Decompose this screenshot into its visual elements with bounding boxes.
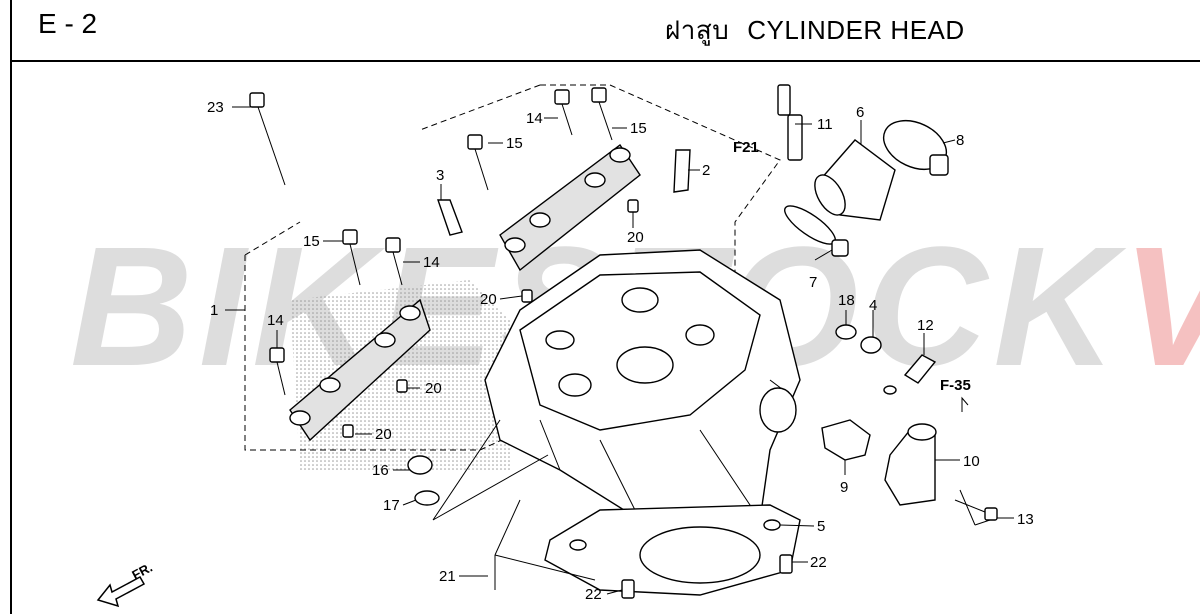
dowel-22-b: [621, 579, 635, 599]
assembly-boundary: [244, 84, 781, 451]
label-14-left: 14: [423, 254, 440, 271]
dowel-20-c: [396, 379, 408, 393]
label-21: 21: [439, 568, 456, 585]
reference-f35: F-35: [940, 377, 971, 394]
dowel-20-a: [627, 199, 639, 213]
page-title: ฝาสูบ CYLINDER HEAD: [665, 10, 965, 51]
section-code: E - 2: [38, 8, 98, 39]
sensor-12: [883, 354, 937, 395]
camshaft-holder-left: [289, 298, 431, 442]
label-14-lower: 14: [267, 312, 284, 329]
shading-dots: [290, 280, 520, 470]
washer-17: [414, 490, 440, 506]
label-13: 13: [1017, 511, 1034, 528]
label-7: 7: [809, 274, 817, 291]
label-17: 17: [383, 497, 400, 514]
clamp-8: [882, 119, 949, 176]
bolt-14-lower: [269, 347, 286, 396]
thermostat-9: [821, 419, 871, 461]
camshaft-holder-right: [499, 143, 641, 272]
label-16: 16: [372, 462, 389, 479]
bolt-14-top: [554, 89, 573, 136]
label-2: 2: [702, 162, 710, 179]
oring-18: [835, 324, 857, 340]
header: E - 2 ฝาสูบ CYLINDER HEAD: [10, 0, 1200, 62]
cylinder-head: [484, 249, 801, 521]
reference-f21: F21: [733, 139, 759, 156]
nut-16: [407, 455, 433, 475]
insulator-6: [814, 139, 896, 221]
dowel-22-a: [779, 554, 793, 574]
spark-plug-11: [777, 84, 803, 161]
label-5: 5: [817, 518, 825, 535]
head-gasket: [544, 504, 801, 596]
label-15-left: 15: [303, 233, 320, 250]
label-15-top-left: 15: [506, 135, 523, 152]
guide-3: [437, 199, 463, 236]
label-10: 10: [963, 453, 980, 470]
page-frame: [10, 0, 1200, 614]
label-9: 9: [840, 479, 848, 496]
label-18: 18: [838, 292, 855, 309]
label-15-top-right: 15: [630, 120, 647, 137]
guide-2: [673, 149, 691, 193]
bolt-13: [954, 499, 998, 521]
label-1: 1: [210, 302, 218, 319]
label-11: 11: [817, 116, 833, 133]
bolt-15-top-right: [591, 87, 613, 141]
front-direction-arrow-icon: FR.: [96, 560, 155, 608]
leader-lines: [225, 106, 1014, 595]
clamp-7: [784, 205, 849, 257]
label-20-d: 20: [375, 426, 392, 443]
label-20-c: 20: [425, 380, 442, 397]
page-title-thai: ฝาสูบ: [665, 15, 730, 45]
label-20-a: 20: [627, 229, 644, 246]
label-12: 12: [917, 317, 934, 334]
water-outlet-10: [884, 423, 937, 506]
label-22-b: 22: [585, 586, 602, 603]
label-3: 3: [436, 167, 444, 184]
label-4: 4: [869, 297, 877, 314]
label-23: 23: [207, 99, 224, 116]
dowel-20-b: [521, 289, 533, 303]
page-title-english: CYLINDER HEAD: [747, 15, 965, 45]
dowel-20-d: [342, 424, 354, 438]
front-label: FR.: [129, 560, 155, 583]
plug-4: [860, 336, 882, 354]
label-8: 8: [956, 132, 964, 149]
label-14-top: 14: [526, 110, 543, 127]
bolt-14-left: [385, 237, 403, 286]
label-22-a: 22: [810, 554, 827, 571]
bolt-15-left: [342, 229, 361, 286]
bolt-15-top-left: [467, 134, 489, 191]
label-20-b: 20: [480, 291, 497, 308]
label-6: 6: [856, 104, 864, 121]
bolt-23: [249, 92, 286, 186]
